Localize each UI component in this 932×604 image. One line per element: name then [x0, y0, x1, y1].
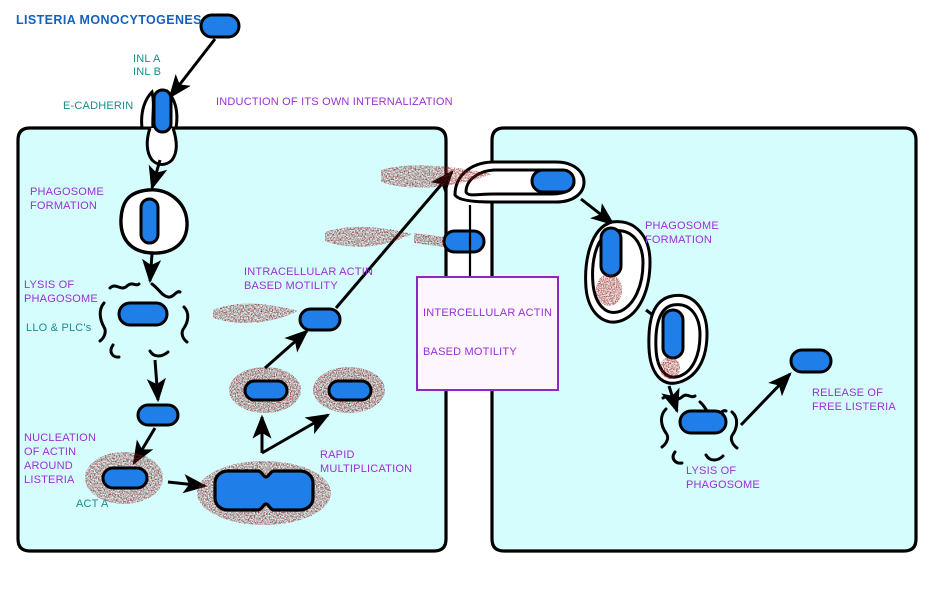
- label-phagosome-formation-right-line1: PHAGOSOME: [645, 220, 719, 232]
- label-lysis-right-line1: LYSIS OF: [686, 465, 737, 477]
- label-phagosome-formation-right-line2: FORMATION: [645, 234, 712, 246]
- arrow-internalization: [148, 159, 168, 191]
- intercellular-protrusion: [381, 160, 586, 204]
- arrow-daughter-right: [261, 413, 331, 455]
- label-phagosome-formation-left-line2: FORMATION: [30, 200, 97, 212]
- arrow-to-nucleation: [146, 359, 166, 403]
- label-nucleation-line1: NUCLEATION: [24, 432, 97, 444]
- bacterium-extracellular-free: [199, 13, 241, 39]
- label-intercellular-motility-line1: INTERCELLULAR ACTIN: [423, 306, 553, 319]
- arrow-protrusion-to-phagosome-right: [580, 197, 615, 226]
- arrow-to-intracellular-motility: [264, 329, 309, 370]
- bacterium-pre-nucleation: [136, 403, 180, 427]
- bacterium-released-free: [789, 348, 833, 374]
- label-e-cadherin: E-CADHERIN: [63, 100, 134, 112]
- label-lysis-left-line2: PHAGOSOME: [24, 293, 98, 305]
- label-rapid-multiplication-line2: MULTIPLICATION: [320, 463, 413, 475]
- label-inl-a: INL A: [133, 53, 161, 65]
- daughter-bacterium-left-actin: [229, 367, 301, 413]
- label-phagosome-formation-left-line1: PHAGOSOME: [30, 186, 104, 198]
- label-nucleation-line3: AROUND: [24, 460, 73, 472]
- label-nucleation-line4: LISTERIA: [24, 474, 75, 486]
- label-release-free-listeria-line1: RELEASE OF: [812, 387, 884, 399]
- label-act-a: ACT A: [76, 498, 109, 510]
- daughter-bacterium-right-actin: [313, 367, 385, 413]
- bacterium-attached-surface: [152, 88, 173, 134]
- label-intercellular-motility-box: INTERCELLULAR ACTIN BASED MOTILITY: [416, 276, 560, 391]
- diagram-title: LISTERIA MONOCYTOGENES: [16, 13, 202, 27]
- label-rapid-multiplication-line1: RAPID: [320, 449, 355, 461]
- arrow-adhesion: [168, 38, 217, 99]
- motile-bacterium-comet-tail-1: [213, 303, 342, 332]
- actin-nucleated-bacterium: [85, 452, 163, 504]
- arrow-to-rapid-multiplication: [167, 474, 208, 494]
- lysed-phagosome-fragments-left: [98, 282, 190, 359]
- arrow-to-lysis-left: [142, 253, 162, 284]
- label-induction-internalization: INDUCTION OF ITS OWN INTERNALIZATION: [216, 96, 453, 108]
- bacterium-cytosol-free-left: [117, 301, 169, 327]
- label-intracellular-motility-line2: BASED MOTILITY: [244, 280, 338, 292]
- label-nucleation-line2: OF ACTIN: [24, 446, 77, 458]
- label-llo-plcs: LLO & PLC's: [26, 322, 92, 334]
- double-membrane-vacuole-right-lower: [647, 293, 709, 385]
- arrow-release-free-listeria: [739, 372, 792, 427]
- label-lysis-left-line1: LYSIS OF: [24, 279, 75, 291]
- label-lysis-right-line2: PHAGOSOME: [686, 479, 760, 491]
- phagosome-vesicle-left: [119, 188, 189, 255]
- label-intercellular-motility-line2: BASED MOTILITY: [423, 345, 517, 358]
- bacterium-cytosol-free-right: [678, 409, 728, 435]
- dividing-bacteria-actin-cloud: [197, 461, 331, 525]
- motile-bacterium-comet-tail-2: [325, 226, 486, 254]
- label-intracellular-motility-line1: INTRACELLULAR ACTIN: [244, 266, 374, 278]
- label-release-free-listeria-line2: FREE LISTERIA: [812, 401, 896, 413]
- label-inl-b: INL B: [133, 66, 162, 78]
- double-membrane-vacuole-right-upper: [584, 220, 652, 324]
